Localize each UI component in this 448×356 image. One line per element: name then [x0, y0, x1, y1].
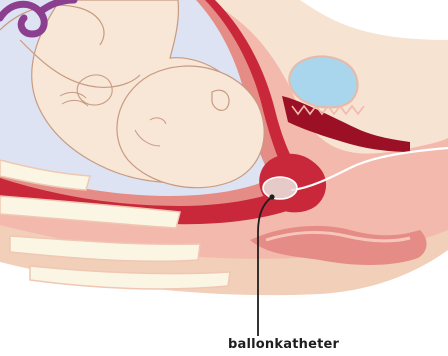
balloon-catheter — [263, 177, 297, 199]
balloon-catheter-label: ballonkatheter — [228, 337, 368, 352]
fetus-hand — [77, 75, 112, 105]
